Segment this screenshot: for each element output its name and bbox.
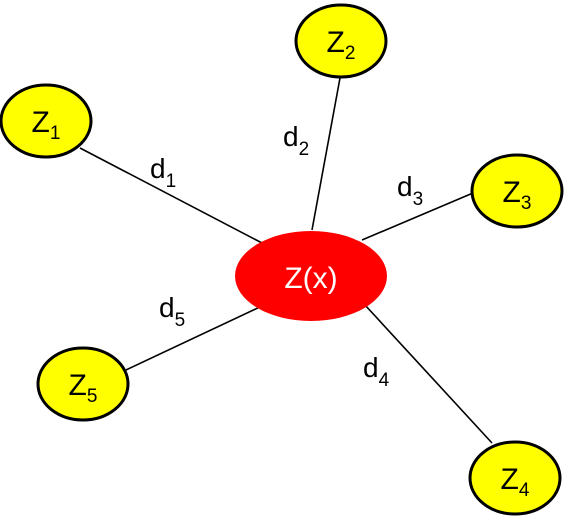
center-node: Z(x) xyxy=(235,231,387,321)
distance-label-5: d5 xyxy=(159,292,185,331)
distance-label-1: d1 xyxy=(150,153,176,192)
neighbor-node-2: Z2 xyxy=(294,3,388,79)
neighbor-node-4-ellipse xyxy=(468,440,562,516)
distance-label-4: d4 xyxy=(363,352,390,391)
neighbor-node-4: Z4 xyxy=(468,440,562,516)
neighbor-node-2-label: Z2 xyxy=(327,26,356,64)
neighbor-node-3-label: Z3 xyxy=(503,176,532,214)
distance-label-3: d3 xyxy=(397,171,423,210)
connection-line-3 xyxy=(361,192,474,241)
distance-label-2: d2 xyxy=(283,121,309,160)
neighbor-node-5-label: Z5 xyxy=(69,369,98,407)
neighbor-node-5: Z5 xyxy=(36,346,130,422)
connection-line-4 xyxy=(364,304,493,444)
neighbor-node-4-label: Z4 xyxy=(501,463,530,501)
neighbor-node-1: Z1 xyxy=(0,83,93,159)
center-node-label: Z(x) xyxy=(284,262,337,295)
neighbor-node-1-ellipse xyxy=(0,83,93,159)
connection-line-1 xyxy=(79,147,263,244)
neighbor-node-5-ellipse xyxy=(36,346,130,422)
connection-line-5 xyxy=(125,305,263,371)
connections xyxy=(79,77,493,444)
connection-line-2 xyxy=(311,77,341,231)
neighbor-node-2-ellipse xyxy=(294,3,388,79)
neighbor-node-3: Z3 xyxy=(470,153,564,229)
center-node-ellipse xyxy=(235,231,387,321)
neighbor-node-1-label: Z1 xyxy=(32,106,61,144)
neighbor-node-3-ellipse xyxy=(470,153,564,229)
